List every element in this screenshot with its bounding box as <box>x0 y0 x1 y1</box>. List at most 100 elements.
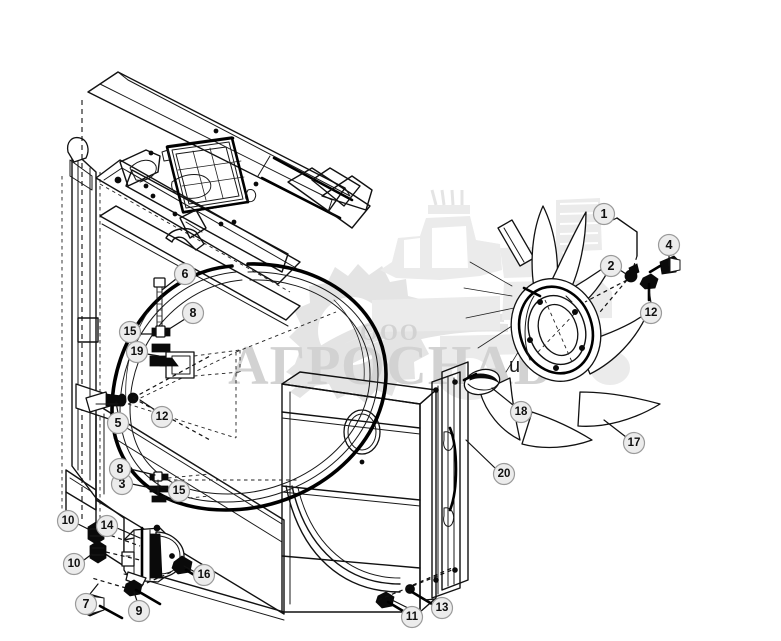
callout-label-8: 8 <box>190 306 197 320</box>
callout-balloon[interactable]: 15 <box>118 320 142 344</box>
callout-circle-18[interactable] <box>509 400 533 424</box>
callout-circle-4[interactable] <box>657 233 681 257</box>
right-post <box>431 361 469 599</box>
callout-label-7: 7 <box>83 597 90 611</box>
callout-balloon[interactable]: 12 <box>150 405 174 429</box>
callout-label-15b: 15 <box>173 485 186 497</box>
callout-balloon[interactable]: 10 <box>62 552 86 576</box>
part-8-15-19-stack-upper <box>149 325 241 379</box>
callout-label-10b: 10 <box>68 558 81 570</box>
callout-circle-8b[interactable] <box>108 457 132 481</box>
callout-balloon[interactable]: 6 <box>173 262 197 286</box>
callout-balloon[interactable]: 17 <box>622 431 646 455</box>
leader-8 <box>165 318 186 332</box>
callout-label-18: 18 <box>515 406 528 418</box>
callout-balloon[interactable]: 9 <box>127 599 151 623</box>
callout-label-5: 5 <box>115 416 122 430</box>
part-13-bolt <box>405 567 453 606</box>
callout-balloon[interactable]: 19 <box>125 340 149 364</box>
callout-balloon[interactable]: 10 <box>56 509 80 533</box>
callout-label-13: 13 <box>436 602 449 614</box>
callout-balloon[interactable]: 12 <box>639 301 663 325</box>
callout-circle-11[interactable] <box>400 605 424 629</box>
callout-balloon[interactable]: 2 <box>599 254 623 278</box>
callout-balloon[interactable]: 11 <box>400 605 424 629</box>
part-12-node <box>127 355 211 441</box>
callout-label-16: 16 <box>198 569 211 581</box>
callout-label-12: 12 <box>156 411 169 423</box>
callout-circle-15[interactable] <box>118 320 142 344</box>
callout-label-20: 20 <box>498 468 511 480</box>
callout-circle-7[interactable] <box>74 592 98 616</box>
leader-14 <box>116 527 141 539</box>
callout-label-11: 11 <box>406 611 419 623</box>
leader-17 <box>603 419 627 438</box>
callout-circle-1[interactable] <box>592 202 616 226</box>
callout-label-2: 2 <box>608 259 615 273</box>
callout-circle-8[interactable] <box>181 301 205 325</box>
part-17-cooling-fan <box>463 205 661 449</box>
callout-label-17: 17 <box>628 437 641 449</box>
part-5-bracket <box>85 391 127 413</box>
callout-balloon[interactable]: 4 <box>657 233 681 257</box>
callout-balloon[interactable]: 13 <box>430 596 454 620</box>
callout-circle-15b[interactable] <box>167 479 191 503</box>
leader-5 <box>115 401 119 414</box>
callout-circle-10[interactable] <box>56 509 80 533</box>
callout-label-3: 3 <box>119 477 126 491</box>
callout-circle-9[interactable] <box>127 599 151 623</box>
callout-balloon[interactable]: 18 <box>509 400 533 424</box>
fan-u-glyph: u <box>509 355 520 377</box>
leader-11 <box>391 599 409 609</box>
part-6-long-bolt <box>153 277 166 328</box>
callout-label-10: 10 <box>62 515 75 527</box>
callout-label-14: 14 <box>101 520 114 532</box>
callout-circle-6[interactable] <box>173 262 197 286</box>
leader-20 <box>465 439 496 469</box>
callout-balloon[interactable]: 5 <box>106 411 130 435</box>
callout-balloon[interactable]: 7 <box>74 592 98 616</box>
leader-13 <box>423 598 437 601</box>
callout-leaders <box>77 217 670 609</box>
part-10-nut-lower <box>89 540 141 564</box>
part-4-bolt <box>648 255 681 275</box>
callout-balloon[interactable]: 8 <box>108 457 132 481</box>
callout-circle-12[interactable] <box>150 405 174 429</box>
callout-circle-20[interactable] <box>492 462 516 486</box>
callout-label-15: 15 <box>124 326 137 338</box>
callout-circle-2[interactable] <box>599 254 623 278</box>
leader-18 <box>491 387 514 406</box>
leader-10 <box>77 523 91 531</box>
callout-circle-13[interactable] <box>430 596 454 620</box>
leader-6 <box>161 278 177 291</box>
callout-circle-14[interactable] <box>95 514 119 538</box>
grille-panel <box>161 136 257 214</box>
callout-circle-5[interactable] <box>106 411 130 435</box>
leader-dash-bottom <box>377 569 453 601</box>
callout-balloon[interactable]: 16 <box>192 563 216 587</box>
callout-label-19: 19 <box>131 346 144 358</box>
callout-label-1: 1 <box>601 207 608 221</box>
callout-circle-12b[interactable] <box>639 301 663 325</box>
part-1-leader <box>616 217 638 257</box>
callout-circle-16[interactable] <box>192 563 216 587</box>
callout-balloon[interactable]: 1 <box>592 202 616 226</box>
callout-label-6: 6 <box>182 267 189 281</box>
callout-balloon[interactable]: 14 <box>95 514 119 538</box>
callout-circle-17[interactable] <box>622 431 646 455</box>
callout-circle-19[interactable] <box>125 340 149 364</box>
leader-12b <box>648 289 652 304</box>
part-1-leader-dash <box>631 255 638 273</box>
callout-circle-10b[interactable] <box>62 552 86 576</box>
callout-balloon[interactable]: 8 <box>181 301 205 325</box>
callout-label-8b: 8 <box>117 462 124 476</box>
part-9-bolt <box>91 569 177 606</box>
callout-balloon[interactable]: 15 <box>167 479 191 503</box>
leader-7 <box>89 583 99 595</box>
leader-3 <box>131 483 157 490</box>
callout-balloon[interactable]: 20 <box>492 462 516 486</box>
callout-label-9: 9 <box>136 604 143 618</box>
